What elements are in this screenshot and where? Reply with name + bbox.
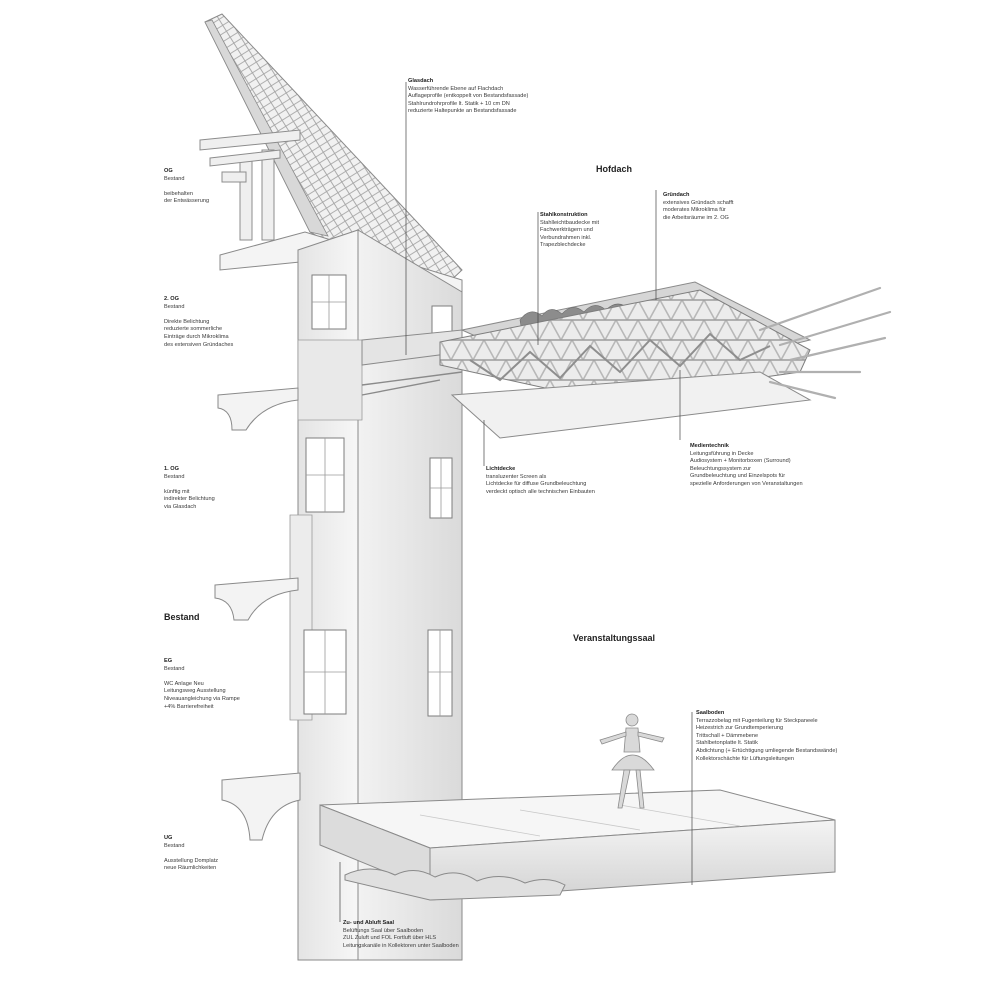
callout-saalboden: Saalboden Terrazzobelag mit Fugenteilung…: [696, 710, 838, 762]
callout-medientechnik-title: Medientechnik: [690, 443, 729, 449]
wall-recess-upper: [297, 339, 363, 421]
label-og2-title: 2. OG: [164, 296, 179, 302]
existing-building: [214, 229, 463, 961]
callout-lichtdecke: Lichtdecke transluzenter Screen als Lich…: [486, 466, 595, 495]
label-og2: 2. OG Bestand Direkte Belichtung reduzie…: [164, 296, 234, 348]
dancer-figure: [599, 713, 665, 809]
label-og1-title: 1. OG: [164, 466, 179, 472]
callout-zuabluft: Zu- und Abluft Saal Belüftungs Saal über…: [343, 920, 459, 949]
callout-saalboden-title: Saalboden: [696, 710, 725, 716]
callout-gruendach: Gründach extensives Gründach schafft mod…: [663, 192, 734, 221]
floor-arch: [344, 868, 566, 901]
building-right-wall: [357, 229, 463, 961]
label-eg: EG Bestand WC Anlage Neu Leitungsweg Aus…: [164, 658, 240, 710]
label-og-top-title: OG: [164, 168, 173, 174]
callout-zuabluft-title: Zu- und Abluft Saal: [343, 920, 395, 926]
section-hofdach: Hofdach: [596, 164, 632, 174]
section-veranstaltungssaal: Veranstaltungssaal: [573, 633, 656, 643]
label-ug-title: UG: [164, 835, 173, 841]
light-ceiling: [450, 371, 812, 439]
roof-timber-frame: [199, 129, 301, 241]
label-og-top: OG Bestand beibehalten der Entwässerung: [164, 168, 210, 205]
glass-roof-supports: [361, 371, 463, 396]
section-bestand: Bestand: [164, 612, 200, 622]
callout-lichtdecke-title: Lichtdecke: [486, 466, 516, 472]
glass-roof-rods: [758, 286, 892, 400]
callout-glasdach-title: Glasdach: [408, 78, 434, 84]
balconies: [214, 387, 301, 841]
callout-medientechnik: Medientechnik Leitungsführung in Decke A…: [690, 443, 803, 487]
callout-stahlkonstruktion: Stahlkonstruktion Stahlleichtbaudecke mi…: [540, 212, 600, 249]
roof-edge: [204, 19, 329, 237]
event-hall-floor: [319, 789, 836, 901]
label-og1: 1. OG Bestand künftig mit indirekter Bel…: [164, 466, 215, 510]
callout-stahlkonstruktion-title: Stahlkonstruktion: [540, 212, 588, 218]
leader-lines: [339, 82, 693, 922]
courtyard-roof: [439, 281, 892, 439]
existing-roof: [199, 13, 463, 301]
floor-joints: [419, 804, 741, 837]
callout-glasdach: Glasdach Wasserführende Ebene auf Flachd…: [408, 78, 529, 115]
callout-gruendach-title: Gründach: [663, 192, 690, 198]
label-eg-title: EG: [164, 658, 173, 664]
truss-diagonals: [469, 332, 771, 382]
window-mullions: [304, 275, 452, 716]
label-ug: UG Bestand Ausstellung Domplatz neue Räu…: [164, 835, 219, 872]
